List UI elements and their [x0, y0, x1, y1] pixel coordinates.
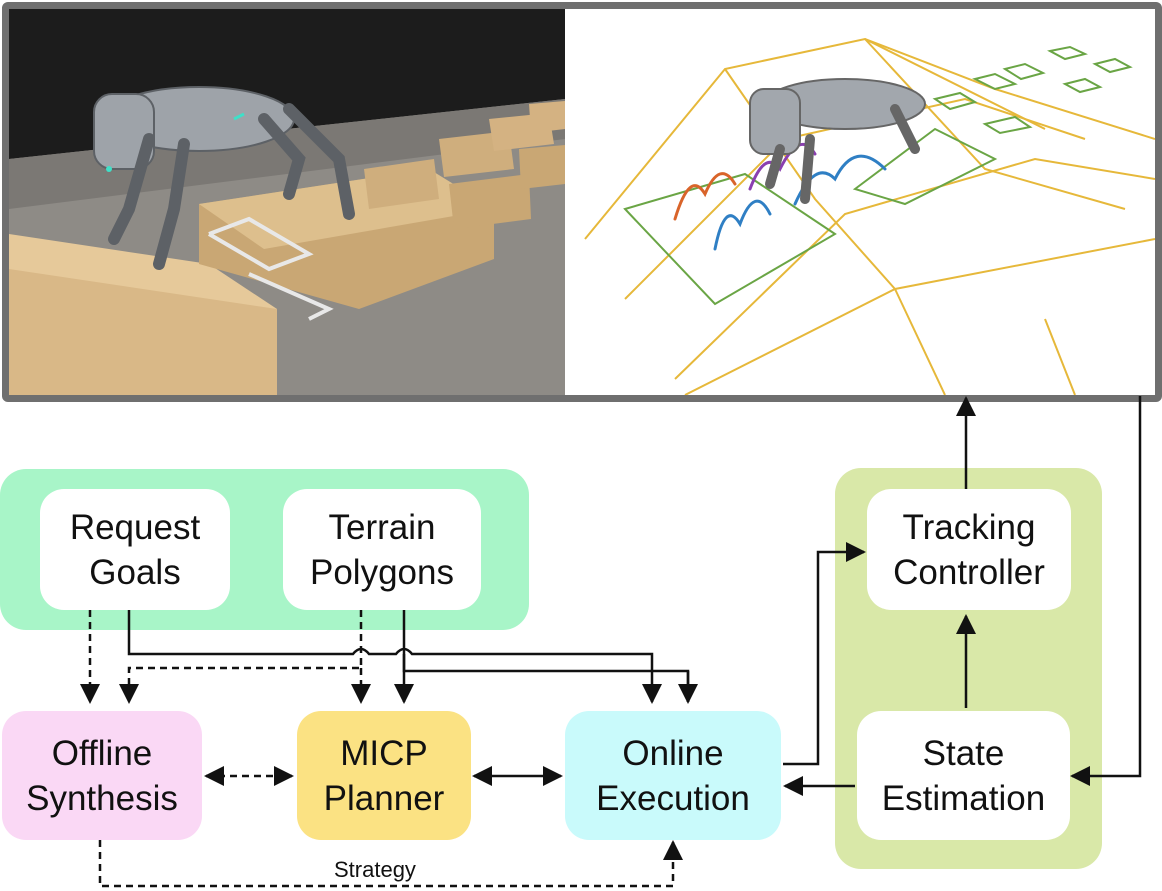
- tracking-controller-node: Tracking Controller: [867, 489, 1071, 610]
- state-estimation-label: State Estimation: [881, 733, 1046, 818]
- request-goals-node: Request Goals: [40, 489, 230, 610]
- terrain-polygons-node: Terrain Polygons: [283, 489, 481, 610]
- online-execution-label: Online Execution: [596, 733, 750, 818]
- micp-planner-node: MICP Planner: [297, 711, 471, 840]
- terrain-polygons-label: Terrain Polygons: [310, 507, 454, 592]
- state-estimation-node: State Estimation: [857, 711, 1070, 840]
- online-execution-node: Online Execution: [565, 711, 781, 840]
- offline-synthesis-node: Offline Synthesis: [2, 711, 202, 840]
- image-frame: [2, 2, 1162, 402]
- offline-synthesis-label: Offline Synthesis: [26, 733, 178, 818]
- robot-photo: [9, 9, 565, 395]
- footstep-plan-render: [565, 9, 1155, 395]
- strategy-edge-label: Strategy: [334, 857, 416, 882]
- tracking-controller-label: Tracking Controller: [893, 507, 1045, 592]
- request-goals-label: Request Goals: [69, 507, 201, 592]
- micp-planner-label: MICP Planner: [323, 733, 445, 818]
